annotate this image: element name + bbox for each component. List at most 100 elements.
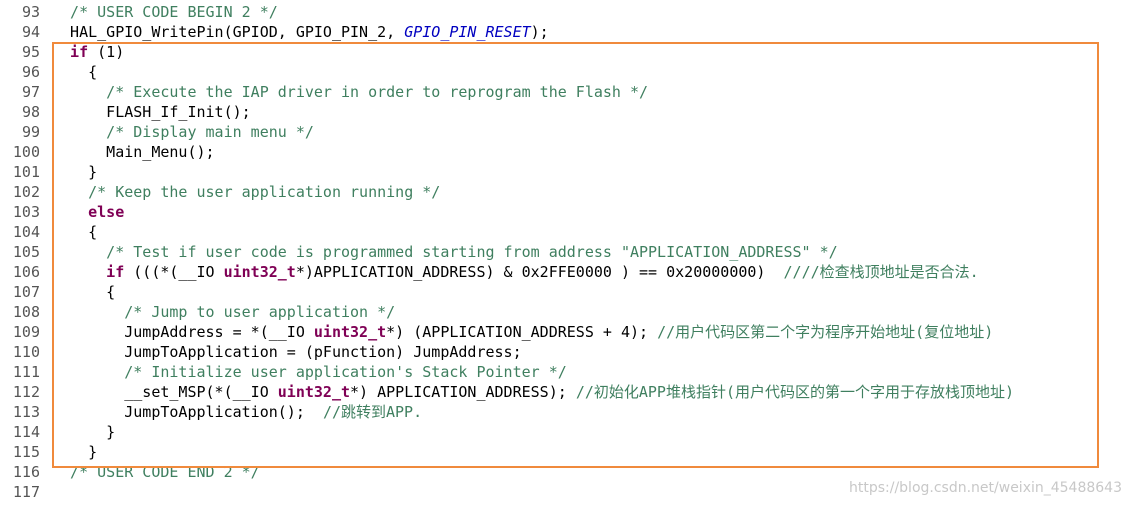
line-number: 114 [12, 423, 40, 441]
code-line[interactable]: 99 /* Display main menu */ [0, 122, 1132, 142]
code-text: /* Display main menu */ [52, 122, 314, 142]
code-comment: ////检查栈顶地址是否合法. [783, 263, 979, 281]
code-text: JumpToApplication = (pFunction) JumpAddr… [52, 342, 522, 362]
code-text: { [52, 282, 115, 302]
code-line[interactable]: 104 { [0, 222, 1132, 242]
code-token: } [52, 443, 98, 461]
line-number: 109 [12, 323, 40, 341]
line-number: 105 [12, 243, 40, 261]
code-text: __set_MSP(*(__IO uint32_t*) APPLICATION_… [52, 382, 1014, 402]
line-number: 104 [12, 223, 40, 241]
code-token: { [52, 283, 116, 301]
line-number: 96 [21, 63, 40, 81]
code-line[interactable]: 98 FLASH_If_Init(); [0, 102, 1132, 122]
code-comment: /* Keep the user application running */ [52, 183, 441, 201]
code-token: JumpAddress = *(__IO [52, 323, 314, 341]
code-comment: /* Jump to user application */ [52, 303, 396, 321]
line-number-gutter [0, 0, 52, 508]
code-text: /* Test if user code is programmed start… [52, 242, 838, 262]
code-line[interactable]: 106 if (((*(__IO uint32_t*)APPLICATION_A… [0, 262, 1132, 282]
line-number: 98 [21, 103, 40, 121]
code-line[interactable]: 103 else [0, 202, 1132, 222]
code-keyword: else [52, 203, 125, 221]
code-comment: //跳转到APP. [322, 403, 423, 421]
code-text: /* USER CODE BEGIN 2 */ [52, 2, 278, 22]
line-number: 107 [12, 283, 40, 301]
code-line[interactable]: 114 } [0, 422, 1132, 442]
code-comment: //用户代码区第二个字为程序开始地址(复位地址) [657, 323, 994, 341]
code-text: { [52, 222, 97, 242]
code-line[interactable]: 97 /* Execute the IAP driver in order to… [0, 82, 1132, 102]
code-comment: /* Initialize user application's Stack P… [52, 363, 567, 381]
code-line[interactable]: 96 { [0, 62, 1132, 82]
code-keyword: uint32_t [277, 383, 351, 401]
code-token: *)APPLICATION_ADDRESS) & 0x2FFE0000 ) ==… [295, 263, 784, 281]
code-text: } [52, 442, 97, 462]
code-text: if (((*(__IO uint32_t*)APPLICATION_ADDRE… [52, 262, 979, 282]
code-comment: /* Execute the IAP driver in order to re… [52, 83, 649, 101]
code-token: *) (APPLICATION_ADDRESS + 4); [386, 323, 658, 341]
code-macro: GPIO_PIN_RESET [404, 23, 531, 41]
code-token: ); [530, 23, 549, 41]
code-text: JumpAddress = *(__IO uint32_t*) (APPLICA… [52, 322, 993, 342]
code-comment: /* Display main menu */ [52, 123, 314, 141]
code-line[interactable]: 117 [0, 482, 1132, 502]
code-token: FLASH_If_Init(); [52, 103, 251, 121]
line-number: 94 [21, 23, 40, 41]
code-line[interactable]: 102 /* Keep the user application running… [0, 182, 1132, 202]
code-line[interactable]: 95 if (1) [0, 42, 1132, 62]
code-text: } [52, 162, 97, 182]
code-text: JumpToApplication(); //跳转到APP. [52, 402, 422, 422]
code-token: *) APPLICATION_ADDRESS); [350, 383, 576, 401]
code-text: Main_Menu(); [52, 142, 215, 162]
code-text: /* Execute the IAP driver in order to re… [52, 82, 648, 102]
line-number: 103 [12, 203, 40, 221]
code-token: JumpToApplication = (pFunction) JumpAddr… [52, 343, 522, 361]
line-number: 113 [12, 403, 40, 421]
code-line[interactable]: 111 /* Initialize user application's Sta… [0, 362, 1132, 382]
code-line[interactable]: 100 Main_Menu(); [0, 142, 1132, 162]
code-token: } [52, 423, 116, 441]
code-keyword: uint32_t [223, 263, 296, 281]
code-text: if (1) [52, 42, 124, 62]
code-line[interactable]: 107 { [0, 282, 1132, 302]
code-line[interactable]: 105 /* Test if user code is programmed s… [0, 242, 1132, 262]
code-text: /* Keep the user application running */ [52, 182, 440, 202]
code-text: /* Initialize user application's Stack P… [52, 362, 567, 382]
line-number: 106 [12, 263, 40, 281]
line-number: 97 [21, 83, 40, 101]
line-number: 99 [21, 123, 40, 141]
code-comment: /* Test if user code is programmed start… [52, 243, 838, 261]
code-comment: //初始化APP堆栈指针(用户代码区的第一个字用于存放栈顶地址) [575, 383, 1015, 401]
line-number: 111 [12, 363, 40, 381]
code-line[interactable]: 115 } [0, 442, 1132, 462]
code-token: __set_MSP(*(__IO [52, 383, 278, 401]
code-token: Main_Menu(); [52, 143, 215, 161]
code-keyword: if [52, 263, 125, 281]
code-token: HAL_GPIO_WritePin(GPIOD, GPIO_PIN_2, [52, 23, 405, 41]
code-token: { [52, 63, 98, 81]
code-line[interactable]: 93 /* USER CODE BEGIN 2 */ [0, 2, 1132, 22]
code-line[interactable]: 110 JumpToApplication = (pFunction) Jump… [0, 342, 1132, 362]
line-number: 116 [12, 463, 40, 481]
code-line[interactable]: 113 JumpToApplication(); //跳转到APP. [0, 402, 1132, 422]
line-number: 93 [21, 3, 40, 21]
code-text: else [52, 202, 124, 222]
line-number: 95 [21, 43, 40, 61]
code-line[interactable]: 109 JumpAddress = *(__IO uint32_t*) (APP… [0, 322, 1132, 342]
line-number: 108 [12, 303, 40, 321]
code-keyword: if [52, 43, 89, 61]
code-token: } [52, 163, 98, 181]
code-line[interactable]: 101 } [0, 162, 1132, 182]
code-line[interactable]: 108 /* Jump to user application */ [0, 302, 1132, 322]
code-token: (((*(__IO [124, 263, 224, 281]
highlight-box [52, 42, 1099, 468]
line-number: 115 [12, 443, 40, 461]
code-line[interactable]: 112 __set_MSP(*(__IO uint32_t*) APPLICAT… [0, 382, 1132, 402]
code-keyword: uint32_t [313, 323, 387, 341]
line-number: 101 [12, 163, 40, 181]
line-number: 110 [12, 343, 40, 361]
code-text: /* Jump to user application */ [52, 302, 395, 322]
code-line[interactable]: 94 HAL_GPIO_WritePin(GPIOD, GPIO_PIN_2, … [0, 22, 1132, 42]
